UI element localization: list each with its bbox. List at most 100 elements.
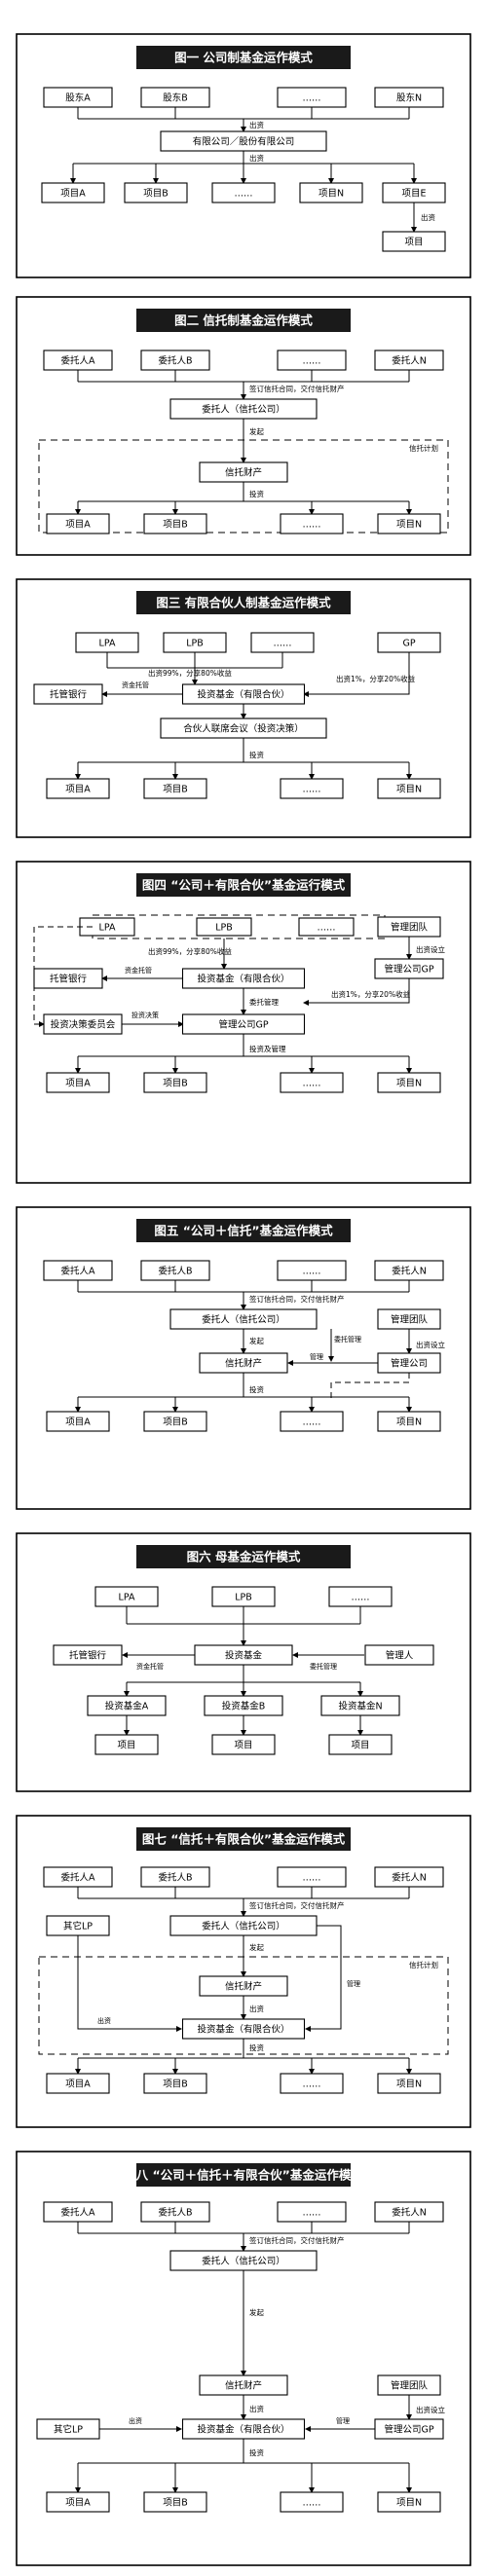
node-label: 其它LP: [54, 2424, 83, 2436]
node-label: ……: [303, 1417, 321, 1428]
node-label: ……: [274, 639, 292, 649]
node-label: ……: [303, 1267, 321, 1277]
node-label: ……: [303, 2498, 321, 2509]
project-box: 项目N: [377, 1411, 441, 1432]
node-border: [377, 778, 441, 799]
partners-meeting-box: 合伙人联席会议（投资决策）: [160, 718, 327, 739]
lp-box: ……: [328, 1586, 393, 1607]
sub-fund-box: 投资基金B: [204, 1695, 283, 1716]
node-label: 投资基金（有限合伙）: [197, 2424, 289, 2436]
settlor-box: 委托人A: [43, 1260, 113, 1281]
node-label: ……: [303, 1079, 321, 1089]
connector: [330, 1373, 410, 1402]
node-border: [46, 2491, 110, 2513]
panel-title: 图三 有限合伙人制基金运作模式: [156, 596, 331, 610]
trust-property-box: 信托财产: [199, 2374, 288, 2396]
panel-title: 图二 信托制基金运作模式: [174, 313, 313, 328]
settlor-box: ……: [277, 1866, 347, 1888]
project-box: 项目B: [143, 2073, 207, 2094]
node-label: 委托人（信托公司）: [202, 404, 285, 416]
settlor-box: ……: [277, 2201, 347, 2223]
gp-company-box: 管理公司GP: [374, 958, 444, 979]
node-label: 项目N: [396, 785, 422, 795]
project-box: 项目: [382, 231, 446, 252]
project-box: 项目N: [377, 1072, 441, 1093]
node-label: 委托人（信托公司）: [202, 1314, 285, 1326]
node-label: 信托财产: [225, 1358, 262, 1370]
settlor-box: 委托人N: [374, 1260, 444, 1281]
project-box: ……: [280, 1072, 344, 1093]
edge-label: 签订信托合同，交付信托财产: [249, 1900, 345, 1910]
project-box: ……: [280, 2073, 344, 2094]
node-label: 项目E: [401, 189, 426, 200]
node-label: 管理公司GP: [384, 964, 433, 975]
project-box: 项目A: [46, 2491, 110, 2513]
node-label: 项目A: [65, 2498, 91, 2509]
edge-label: 信托计划: [409, 443, 438, 453]
node-border: [280, 2491, 344, 2513]
fund-box: 投资基金（有限合伙）: [181, 683, 306, 705]
node-border: [46, 2073, 110, 2094]
custodian-bank-box: 托管银行: [33, 683, 103, 705]
node-label: ……: [303, 1873, 321, 1884]
node-label: 投资决策委员会: [51, 1019, 116, 1031]
panel-title-bar: [136, 309, 351, 332]
edge-label: 出资: [249, 2404, 264, 2413]
node-label: 委托人B: [158, 355, 192, 367]
connector: [77, 1935, 182, 2032]
project-box: 项目N: [377, 513, 441, 534]
lp-box: LPA: [79, 917, 135, 937]
node-label: ……: [303, 2079, 321, 2090]
gp-box: GP: [377, 632, 441, 653]
node-label: 信托财产: [225, 1981, 262, 1993]
node-label: 投资基金（有限合伙）: [197, 974, 289, 985]
project-box: ……: [280, 2491, 344, 2513]
node-label: 投资基金B: [222, 1701, 266, 1712]
custodian-bank-box: 托管银行: [53, 1644, 123, 1666]
node-label: ……: [303, 356, 321, 367]
trust-property-box: 信托财产: [199, 461, 288, 483]
project-box: 项目B: [143, 513, 207, 534]
node-label: ……: [318, 923, 336, 934]
node-label: 管理团队: [391, 1314, 429, 1326]
node-border: [280, 2073, 344, 2094]
node-border: [377, 1072, 441, 1093]
edge-label: 签订信托合同，交付信托财产: [249, 1294, 345, 1304]
node-label: 投资基金（有限合伙）: [197, 2024, 289, 2036]
lp-box: LPB: [163, 632, 227, 653]
settlor-box: 委托人N: [374, 2201, 444, 2223]
edge-label: 投资: [249, 2447, 264, 2457]
node-border: [143, 2073, 207, 2094]
project-box: 项目A: [46, 1072, 110, 1093]
project-box: 项目A: [46, 2073, 110, 2094]
company-box: 有限公司／股份有限公司: [160, 130, 327, 152]
shareholder-box: 股东N: [374, 87, 444, 108]
node-border: [46, 778, 110, 799]
node-label: LPB: [215, 923, 233, 934]
node-label: 项目B: [163, 785, 188, 795]
edge-label: 投资决策: [131, 1011, 159, 1019]
edge-label: 出资: [421, 212, 435, 222]
node-label: 股东N: [396, 92, 422, 104]
node-label: 项目B: [143, 189, 169, 200]
connector: [303, 978, 410, 1006]
shareholder-box: 股东A: [43, 87, 113, 108]
node-label: 投资基金（有限合伙）: [197, 689, 289, 701]
node-border: [124, 182, 188, 203]
settlor-box: 委托人N: [374, 350, 444, 371]
project-box: ……: [211, 182, 276, 203]
edge-label: 出资设立: [416, 944, 445, 954]
node-label: 项目B: [163, 2498, 188, 2509]
project-box: 项目B: [143, 1072, 207, 1093]
node-label: 项目A: [65, 1417, 91, 1428]
management-company-box: 管理公司: [377, 1352, 441, 1374]
edge-label: 发起: [249, 1336, 264, 1345]
node-label: 项目B: [163, 1417, 188, 1428]
node-label: 项目N: [318, 189, 344, 200]
node-label: 托管银行: [50, 689, 88, 701]
project-box: 项目A: [46, 513, 110, 534]
node-border: [196, 917, 252, 937]
lp-box: ……: [250, 632, 315, 653]
custodian-bank-box: 托管银行: [33, 968, 103, 989]
